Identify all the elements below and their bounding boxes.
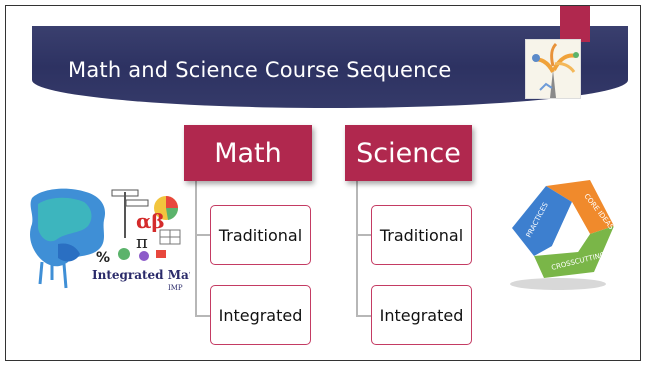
science-traditional-box: Traditional <box>371 205 472 265</box>
math-heading-label: Math <box>214 137 282 169</box>
math-connector-to-integrated <box>195 315 210 317</box>
slide-title: Math and Science Course Sequence <box>68 58 452 82</box>
science-dimensions-graphic: PRACTICES CORE IDEAS CROSSCUTTING <box>510 180 616 290</box>
percent-symbol: % <box>96 250 110 266</box>
math-heading-box: Math <box>184 125 312 181</box>
integrated-math-image: αβ π % Integrated Math IMP <box>28 184 203 296</box>
tree-logo-icon <box>525 39 581 99</box>
tree-logo-graphic <box>532 42 579 98</box>
math-traditional-label: Traditional <box>218 225 303 245</box>
science-heading-label: Science <box>356 137 461 169</box>
math-integrated-box: Integrated <box>210 285 311 345</box>
math-connector-vertical <box>195 181 197 317</box>
integrated-math-graphic: αβ π % Integrated Math IMP <box>30 188 203 292</box>
banner-accent-tab <box>560 6 590 42</box>
integrated-math-caption: Integrated Math <box>92 268 190 282</box>
science-traditional-label: Traditional <box>379 225 464 245</box>
science-connector-to-traditional <box>356 234 371 236</box>
science-connector-vertical <box>356 181 358 317</box>
science-integrated-label: Integrated <box>379 305 464 325</box>
math-integrated-label: Integrated <box>218 305 303 325</box>
math-traditional-box: Traditional <box>210 205 311 265</box>
science-dimensions-image: PRACTICES CORE IDEAS CROSSCUTTING <box>494 168 622 293</box>
math-connector-to-traditional <box>195 234 210 236</box>
alpha-beta-symbol: αβ <box>136 209 165 233</box>
slide: Math and Science Course Sequence Math Sc… <box>5 5 641 361</box>
science-integrated-box: Integrated <box>371 285 472 345</box>
pi-symbol: π <box>136 232 148 253</box>
integrated-math-caption-sub: IMP <box>168 284 183 292</box>
science-connector-to-integrated <box>356 315 371 317</box>
science-heading-box: Science <box>345 125 472 181</box>
